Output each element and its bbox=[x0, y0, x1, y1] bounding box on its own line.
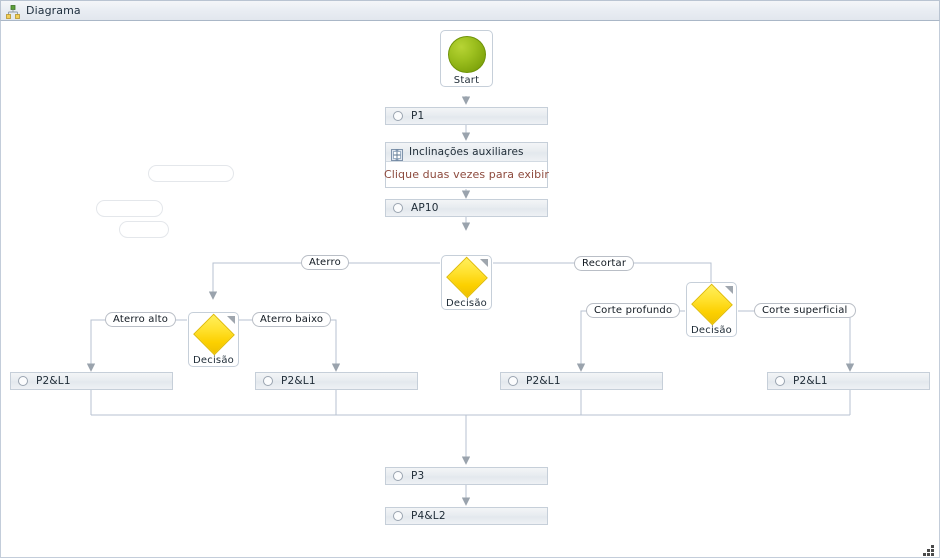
decision-corner-marker-icon bbox=[480, 259, 488, 267]
subprocess-header: Inclinações auxiliares bbox=[386, 143, 547, 162]
edge-label-corte-profundo[interactable]: Corte profundo bbox=[586, 303, 681, 318]
activity-ring-icon bbox=[775, 376, 785, 386]
activity-ring-icon bbox=[393, 511, 403, 521]
subprocess-hint: Clique duas vezes para exibir bbox=[383, 168, 550, 181]
node-p2l1-1-label: P2&L1 bbox=[36, 375, 71, 387]
node-ap10-label: AP10 bbox=[411, 202, 439, 214]
edge-label-text: Corte profundo bbox=[594, 304, 673, 316]
resize-grip-icon[interactable] bbox=[923, 541, 935, 556]
edge-label-aterro[interactable]: Aterro bbox=[301, 255, 349, 270]
node-p4l2-label: P4&L2 bbox=[411, 510, 446, 522]
activity-ring-icon bbox=[393, 471, 403, 481]
edge-label-text: Aterro bbox=[309, 256, 341, 268]
decision-corner-marker-icon bbox=[227, 316, 235, 324]
node-decision-top[interactable]: Decisão bbox=[441, 255, 492, 310]
node-p2l1-3-label: P2&L1 bbox=[526, 375, 561, 387]
node-p2l1-2[interactable]: P2&L1 bbox=[255, 372, 418, 390]
edge-label-aterro-baixo[interactable]: Aterro baixo bbox=[252, 312, 332, 327]
node-p2l1-3[interactable]: P2&L1 bbox=[500, 372, 663, 390]
node-decision-left[interactable]: Decisão bbox=[188, 312, 239, 367]
activity-ring-icon bbox=[393, 111, 403, 121]
node-p3[interactable]: P3 bbox=[385, 467, 548, 485]
ghost-label-2 bbox=[96, 200, 163, 217]
activity-ring-icon bbox=[18, 376, 28, 386]
edge-label-text: Aterro alto bbox=[113, 313, 169, 325]
diagram-canvas[interactable]: Start P1 Inclinações auxiliares bbox=[0, 21, 940, 558]
node-p2l1-1[interactable]: P2&L1 bbox=[10, 372, 173, 390]
window-titlebar: Diagrama bbox=[0, 0, 940, 21]
node-p3-label: P3 bbox=[411, 470, 425, 482]
edge-label-aterro-alto[interactable]: Aterro alto bbox=[105, 312, 177, 327]
node-p2l1-2-label: P2&L1 bbox=[281, 375, 316, 387]
node-ap10[interactable]: AP10 bbox=[385, 199, 548, 217]
subprocess-title: Inclinações auxiliares bbox=[409, 146, 524, 158]
subprocess-body[interactable]: Clique duas vezes para exibir bbox=[383, 162, 550, 187]
node-decision-right[interactable]: Decisão bbox=[686, 282, 737, 337]
start-circle-icon bbox=[447, 36, 486, 73]
node-start-label: Start bbox=[453, 75, 480, 86]
node-decision-left-label: Decisão bbox=[193, 355, 234, 366]
node-p1[interactable]: P1 bbox=[385, 107, 548, 125]
edge-label-recortar[interactable]: Recortar bbox=[574, 256, 635, 271]
hierarchy-diagram-icon bbox=[6, 4, 20, 19]
node-p2l1-4-label: P2&L1 bbox=[793, 375, 828, 387]
edge-label-text: Recortar bbox=[582, 257, 627, 269]
node-decision-right-label: Decisão bbox=[691, 325, 732, 336]
ghost-label-3 bbox=[119, 221, 169, 238]
node-p2l1-4[interactable]: P2&L1 bbox=[767, 372, 930, 390]
decision-corner-marker-icon bbox=[725, 286, 733, 294]
edge-label-text: Aterro baixo bbox=[260, 313, 324, 325]
subprocess-icon bbox=[391, 146, 403, 161]
edge-label-corte-superficial[interactable]: Corte superficial bbox=[754, 303, 856, 318]
node-p1-label: P1 bbox=[411, 110, 425, 122]
activity-ring-icon bbox=[393, 203, 403, 213]
node-inclinacoes-auxiliares[interactable]: Inclinações auxiliares Clique duas vezes… bbox=[383, 142, 550, 188]
edge-label-text: Corte superficial bbox=[762, 304, 848, 316]
activity-ring-icon bbox=[263, 376, 273, 386]
ghost-label-1 bbox=[148, 165, 234, 182]
node-start[interactable]: Start bbox=[440, 30, 493, 87]
activity-ring-icon bbox=[508, 376, 518, 386]
node-p4l2[interactable]: P4&L2 bbox=[385, 507, 548, 525]
node-decision-top-label: Decisão bbox=[446, 298, 487, 309]
window-title: Diagrama bbox=[26, 4, 81, 17]
